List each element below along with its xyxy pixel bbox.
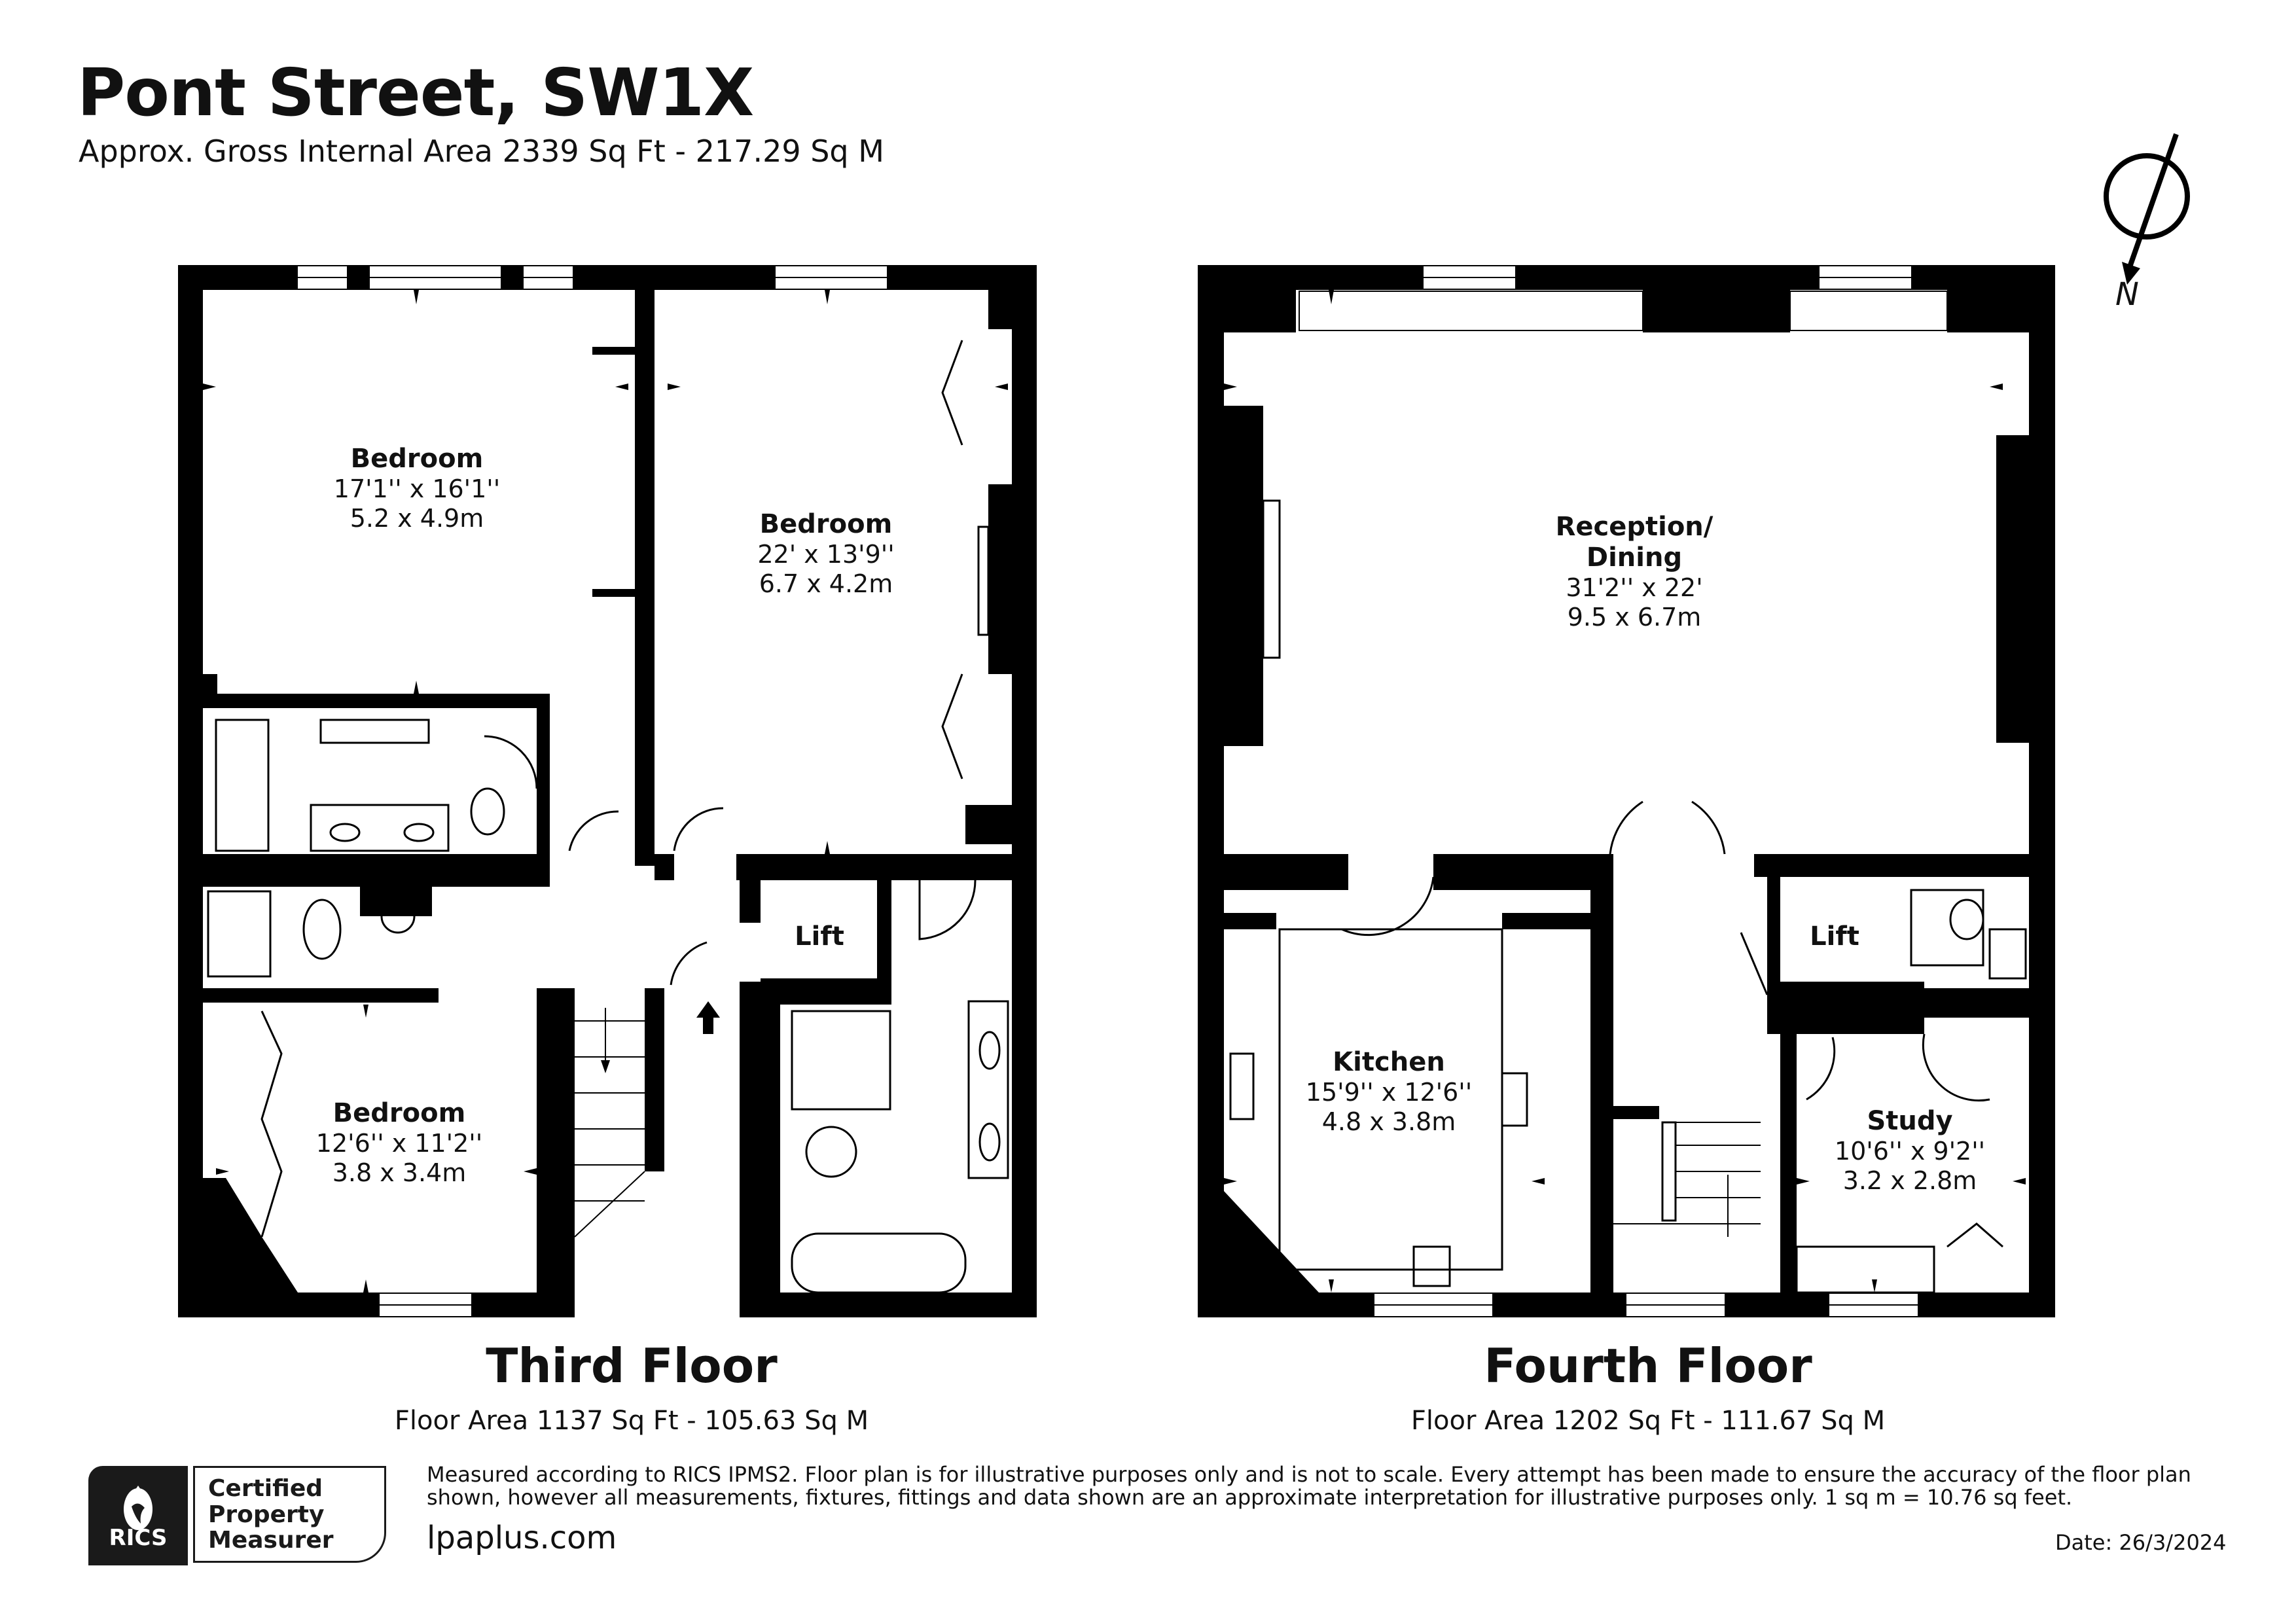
room-label-lift-fourth: Lift (1810, 921, 1859, 952)
room-label-bedroom-3: Bedroom 12'6'' x 11'2'' 3.8 x 3.4m (315, 1098, 483, 1188)
room-label-lift-third: Lift (795, 921, 844, 952)
north-label: N (2115, 276, 2139, 313)
floor-title-fourth: Fourth Floor (1484, 1338, 1812, 1393)
lion-icon (124, 1486, 152, 1530)
certified-property-measurer-box: Certified Property Measurer (193, 1466, 386, 1563)
north-arrow-icon (2104, 133, 2190, 285)
floor-title-third: Third Floor (486, 1338, 778, 1393)
website-link[interactable]: lpaplus.com (427, 1520, 617, 1556)
disclaimer-text: Measured according to RICS IPMS2. Floor … (427, 1462, 2191, 1510)
floor-area-fourth: Floor Area 1202 Sq Ft - 111.67 Sq M (1410, 1406, 1886, 1436)
room-label-bedroom-1: Bedroom 17'1'' x 16'1'' 5.2 x 4.9m (333, 444, 501, 533)
rics-certified-logo: RICS Certified Property Measurer (88, 1466, 393, 1565)
gross-area-subtitle: Approx. Gross Internal Area 2339 Sq Ft -… (79, 134, 884, 169)
room-label-study: Study 10'6'' x 9'2'' 3.2 x 2.8m (1834, 1106, 1986, 1196)
fourth-floor-plan (1198, 265, 2055, 1317)
room-label-bedroom-2: Bedroom 22' x 13'9'' 6.7 x 4.2m (757, 509, 895, 599)
third-floor-plan (178, 265, 1037, 1317)
rics-badge: RICS (88, 1466, 188, 1565)
plan-date: Date: 26/3/2024 (2055, 1530, 2227, 1555)
property-title: Pont Street, SW1X (77, 54, 754, 131)
room-label-reception-dining: Reception/ Dining 31'2'' x 22' 9.5 x 6.7… (1555, 512, 1713, 632)
floor-area-third: Floor Area 1137 Sq Ft - 105.63 Sq M (394, 1406, 869, 1436)
room-label-kitchen: Kitchen 15'9'' x 12'6'' 4.8 x 3.8m (1305, 1047, 1473, 1137)
